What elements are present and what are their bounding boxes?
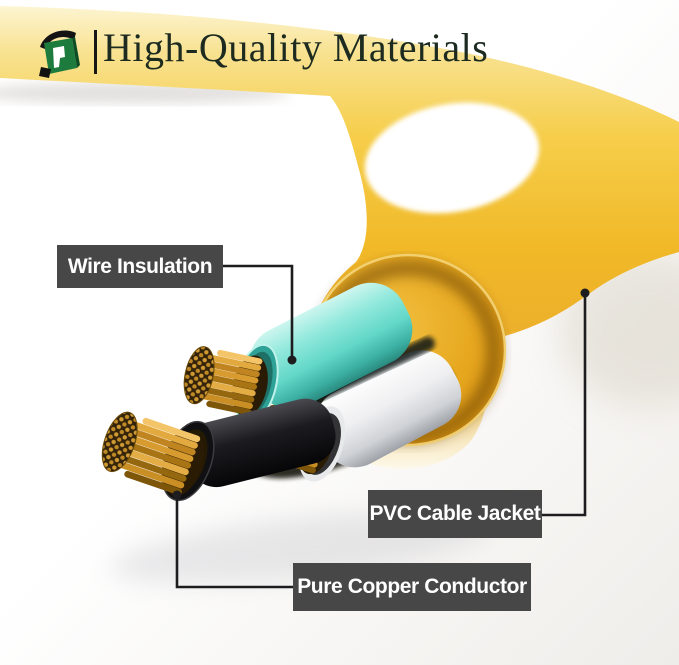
page-title: High-Quality Materials xyxy=(103,25,489,70)
black-wire-copper-strands xyxy=(101,411,205,496)
loop-hole xyxy=(364,102,540,214)
callout-line-wire-insulation xyxy=(223,264,294,357)
header: High-Quality Materials xyxy=(0,0,679,110)
callout-dot-pvc-jacket xyxy=(580,288,590,298)
cyan-wire-copper-strands xyxy=(183,346,268,417)
callout-dot-copper xyxy=(172,490,182,500)
callout-label-wire-insulation: Wire Insulation xyxy=(57,245,223,288)
header-divider xyxy=(94,30,97,74)
brand-logo-icon xyxy=(39,30,80,78)
callout-line-copper xyxy=(175,498,293,589)
callout-dot-wire-insulation xyxy=(287,355,297,365)
callout-connectors xyxy=(175,264,587,589)
black-wire xyxy=(101,398,336,502)
callout-label-pvc-cable-jacket: PVC Cable Jacket xyxy=(368,490,542,538)
callout-label-pure-copper-conductor: Pure Copper Conductor xyxy=(293,563,531,611)
callout-line-pvc-jacket xyxy=(542,295,587,517)
cyan-wire xyxy=(183,282,413,425)
